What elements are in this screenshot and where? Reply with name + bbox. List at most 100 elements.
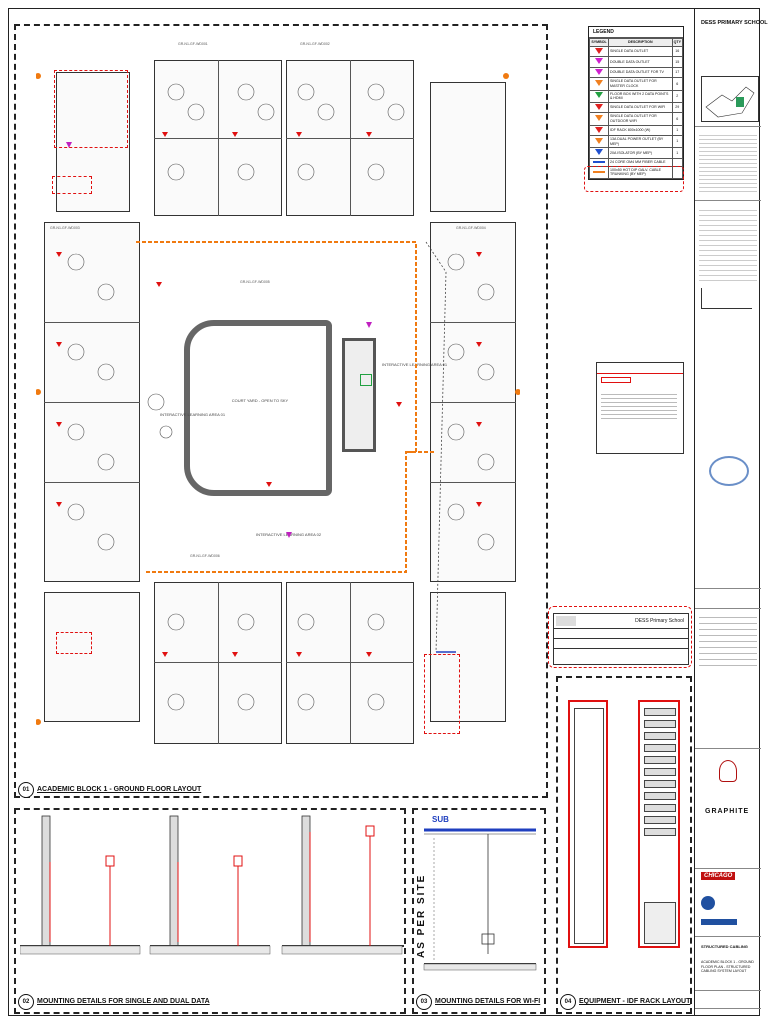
- approval-stamp-box: DESS Primary School: [548, 606, 692, 668]
- wifi-mounting-drawing: [423, 828, 537, 971]
- legend-symbol-icon: [595, 47, 603, 54]
- legend-qty: 15: [671, 56, 684, 68]
- legend-description: SINGLE DATA OUTLET FOR WIFI: [608, 101, 673, 114]
- legend-symbol-icon: [595, 92, 603, 99]
- courtyard: COURT YARD - OPEN TO SKY: [184, 320, 332, 496]
- highlight-box-idf: [424, 654, 460, 734]
- sub-label: SUB: [432, 815, 449, 824]
- legend-qty: 1: [671, 147, 684, 159]
- client-logo: CHICAGO: [701, 872, 736, 880]
- cable-trunking-routes: [36, 73, 520, 725]
- panel-04-number: 04: [560, 994, 576, 1010]
- legend-row: 13A DUAL POWER OUTLET (BY MEP)1: [589, 135, 684, 149]
- panel-02-number: 02: [18, 994, 34, 1010]
- legend-description: SINGLE DATA OUTLET FOR OUTDOOR WIFI: [608, 112, 673, 126]
- legend-description: 13A DUAL POWER OUTLET (BY MEP): [608, 135, 673, 149]
- legend-description: SINGLE DATA OUTLET: [608, 45, 673, 58]
- legend-qty: 1: [671, 135, 684, 149]
- official-stamp-icon: [709, 456, 749, 486]
- legend-header-qty: QTY: [671, 38, 684, 47]
- panel-01-title-text: ACADEMIC BLOCK 1 - GROUND FLOOR LAYOUT: [37, 786, 202, 793]
- legend-symbol: [589, 77, 609, 91]
- floor-plan-panel: [14, 24, 548, 798]
- legend-symbol-icon: [595, 58, 603, 65]
- highlight-box-1: [54, 70, 128, 148]
- legend-symbol: [589, 101, 609, 114]
- legend: LEGEND SYMBOL DESCRIPTION QTY SINGLE DAT…: [588, 26, 684, 180]
- legend-wifi-highlight: [584, 166, 684, 192]
- panel-04-title-text: EQUIPMENT - IDF RACK LAYOUT: [579, 998, 691, 1005]
- legend-symbol-icon: [595, 115, 603, 122]
- legend-header-description: DESCRIPTION: [608, 38, 673, 47]
- legend-qty: 6: [671, 77, 684, 91]
- legend-symbol-icon: [593, 160, 605, 163]
- drawing-title: STRUCTURED CABLING: [701, 944, 748, 949]
- panel-03-title-text: MOUNTING DETAILS FOR WI-FI: [435, 998, 541, 1005]
- legend-description: IDF RACK 800x1000 (W): [608, 124, 673, 137]
- title-block: DESS PRIMARY SCHOOL GRAPHITE CHICAGO STR…: [694, 8, 768, 1016]
- legend-symbol-icon: [595, 103, 603, 110]
- mounting-wifi-panel: [412, 808, 546, 1014]
- legend-symbol-icon: [595, 80, 603, 87]
- idf-rack-panel: [556, 676, 692, 1014]
- legend-symbol: [589, 56, 609, 68]
- legend-row: 24 CORE OM4 MM FIBER CABLE: [589, 157, 684, 167]
- legend-qty: 17: [671, 66, 684, 79]
- sheet-description: ACADEMIC BLOCK 1 - GROUND FLOOR PLAN - S…: [701, 960, 754, 973]
- legend-qty: 1: [671, 124, 684, 137]
- panel-01-number: 01: [18, 782, 34, 798]
- legend-symbol: [589, 135, 609, 149]
- legend-header-symbol: SYMBOL: [589, 38, 609, 47]
- mounting-single-dual-panel: [14, 808, 406, 1014]
- legend-row: 100x50 HOT DIP GALV. CABLE TRUNKING (BY …: [589, 165, 684, 179]
- stamp-school-name: DESS Primary School: [635, 618, 684, 624]
- legend-symbol: [589, 157, 609, 167]
- legend-title: LEGEND: [589, 27, 683, 38]
- title-block-school: DESS PRIMARY SCHOOL: [701, 20, 768, 26]
- idf-rack-side: [638, 700, 680, 948]
- legend-symbol: [589, 45, 609, 58]
- legend-table: SYMBOL DESCRIPTION QTY SINGLE DATA OUTLE…: [589, 38, 684, 179]
- courtyard-label: COURT YARD - OPEN TO SKY: [231, 398, 289, 403]
- legend-symbol-icon: [593, 170, 605, 173]
- legend-symbol: [589, 147, 609, 159]
- as-per-site-label: AS PER SITE: [416, 873, 427, 958]
- legend-description: DOUBLE DATA OUTLET: [608, 56, 673, 68]
- panel-03-number: 03: [416, 994, 432, 1010]
- learning-area-3-label: INTERACTIVE LEARNING AREA 01: [382, 362, 448, 367]
- legend-symbol: [589, 124, 609, 137]
- learning-area-label: INTERACTIVE LEARNING AREA 01: [160, 412, 226, 417]
- legend-symbol-icon: [595, 149, 603, 156]
- consultant-logo: [719, 760, 737, 782]
- legend-symbol: [589, 89, 609, 103]
- mounting-details-drawing: [20, 815, 404, 955]
- brand-logo: GRAPHITE: [705, 808, 750, 815]
- legend-description: DOUBLE DATA OUTLET FOR TV: [608, 66, 673, 79]
- legend-symbol-icon: [595, 126, 603, 133]
- idf-rack-front: [568, 700, 608, 948]
- contractor-logo: [701, 896, 755, 925]
- floor-plan: COURT YARD - OPEN TO SKY INTERACTIVE LEA…: [36, 52, 520, 752]
- legend-qty: [671, 157, 684, 167]
- drawing-frame: [8, 8, 760, 1016]
- legend-qty: 6: [671, 112, 684, 126]
- legend-qty: 29: [671, 101, 684, 114]
- legend-symbol-icon: [595, 137, 603, 144]
- legend-qty: 16: [671, 45, 684, 58]
- legend-description: 24 CORE OM4 MM FIBER CABLE: [608, 157, 673, 167]
- legend-description: SINGLE DATA OUTLET FOR MASTER CLOCK: [608, 77, 673, 91]
- highlight-box-2: [52, 176, 92, 194]
- legend-symbol: [589, 112, 609, 126]
- legend-description: 20A ISOLATOR (BY MEP): [608, 147, 673, 159]
- legend-qty: 2: [671, 89, 684, 103]
- legend-description: FLOOR BOX WITH 2 DATA POINTS & HDMI: [608, 89, 673, 103]
